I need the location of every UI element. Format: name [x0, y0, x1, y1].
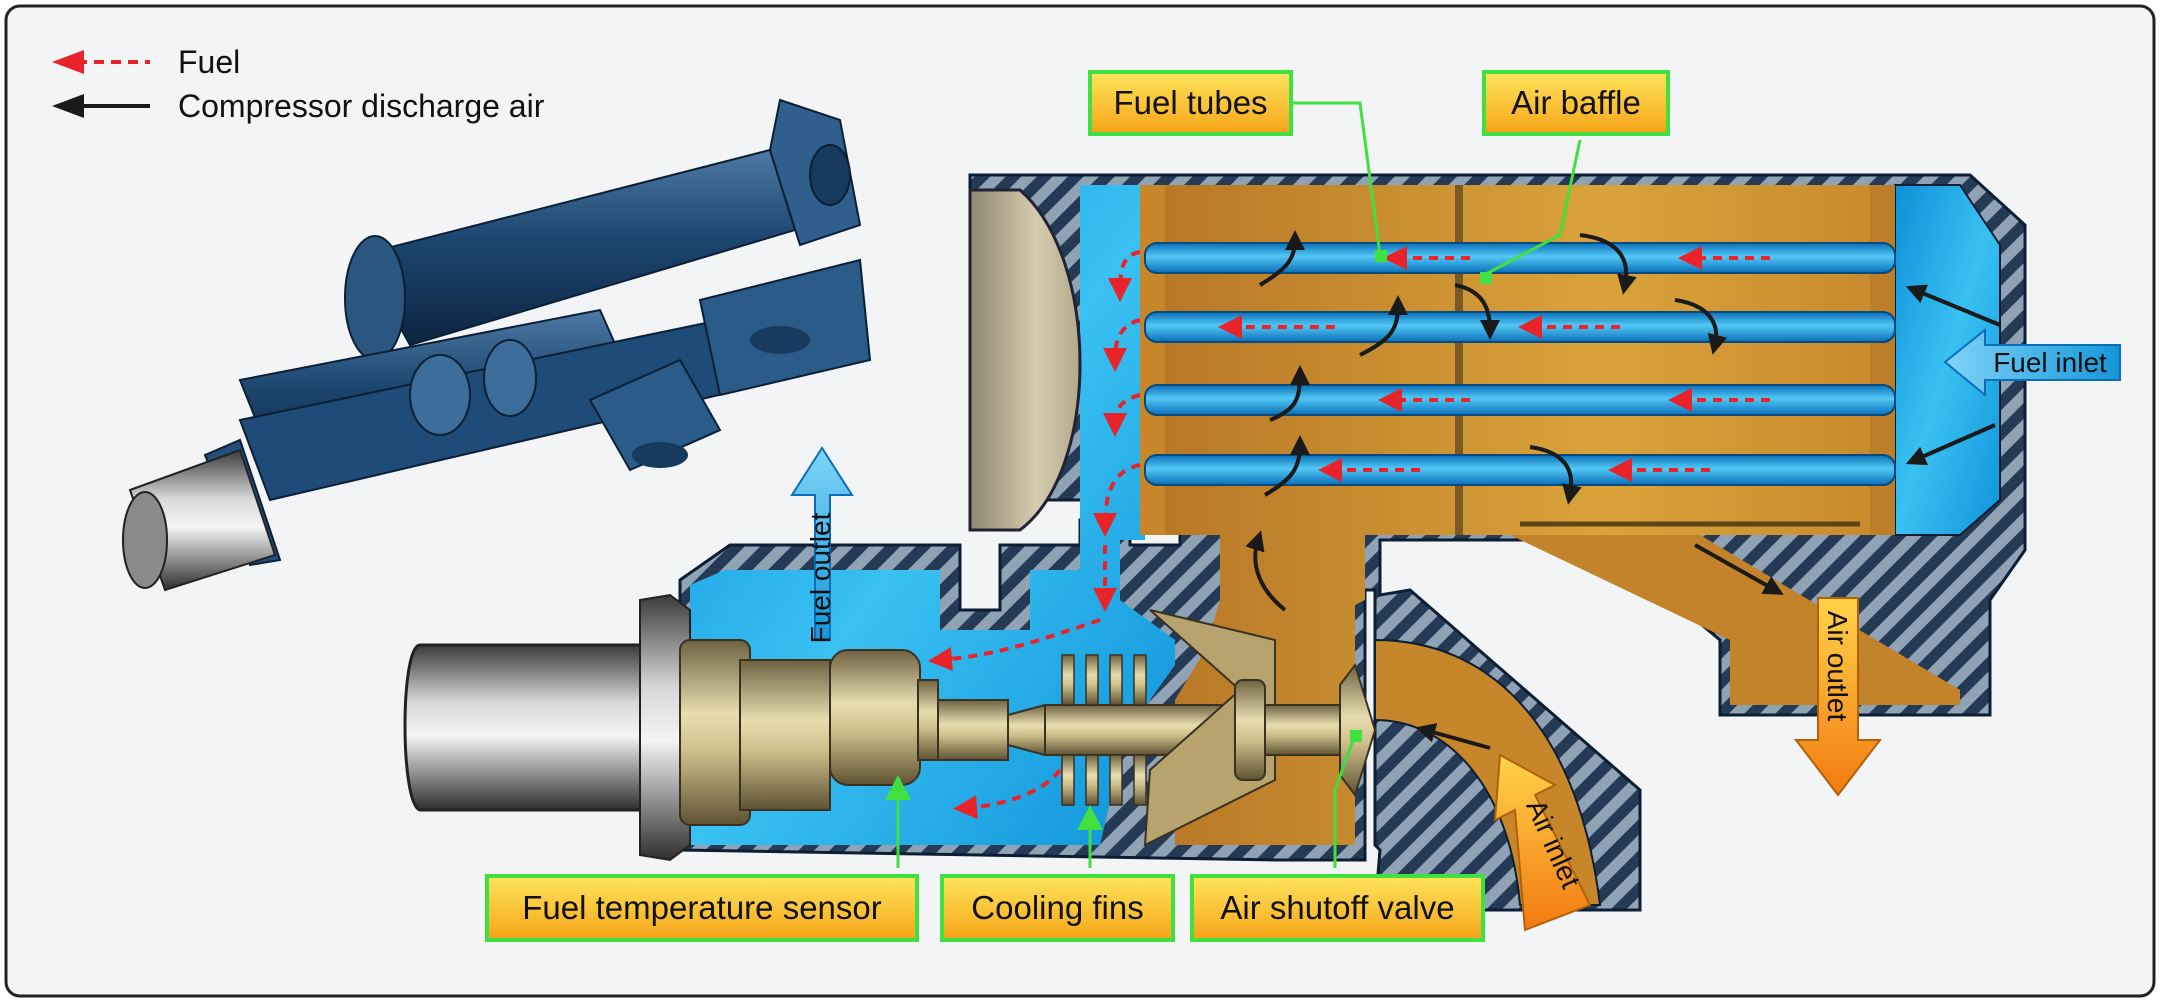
- callout-fuel-temperature-sensor: Fuel temperature sensor: [485, 874, 919, 942]
- label-fuel-inlet: Fuel inlet: [1993, 347, 2107, 378]
- sensor-housing: [403, 643, 662, 812]
- sensor-pointer: [885, 775, 911, 800]
- callout-fuel-tubes: Fuel tubes: [1088, 70, 1293, 136]
- air-baffle-pointer: [1480, 272, 1492, 284]
- legend-air-label: Compressor discharge air: [178, 88, 545, 124]
- legend-fuel-label: Fuel: [178, 44, 241, 80]
- fuel-outlet-arrow: [790, 446, 854, 641]
- fuel-tubes-pointer: [1375, 250, 1387, 262]
- callout-cooling-fins: Cooling fins: [940, 874, 1175, 942]
- cooling-fins-shape: [1061, 654, 1147, 806]
- air-outlet-arrow: [1793, 597, 1883, 797]
- heater-cross-section: [403, 173, 2027, 912]
- air-flow-arrows: [1245, 230, 2001, 750]
- fuel-tube-2: [1144, 311, 1896, 343]
- heater-iso-view: [122, 98, 872, 592]
- fins-pointer: [1077, 805, 1103, 830]
- legend: [52, 50, 150, 118]
- callout-air-baffle: Air baffle: [1482, 70, 1670, 136]
- fuel-inlet-arrow: [1943, 327, 2121, 398]
- air-inlet-arrow: [1493, 753, 1592, 932]
- shutoff-valve-pointer: [1350, 730, 1362, 742]
- fuel-flow-arrows: [928, 246, 1770, 820]
- fuel-tube-1: [1144, 242, 1896, 274]
- callout-air-shutoff-valve: Air shutoff valve: [1190, 874, 1485, 942]
- legend-fuel-arrowhead: [52, 50, 84, 74]
- legend-air-arrowhead: [52, 94, 84, 118]
- fuel-tube-3: [1144, 384, 1896, 416]
- baffle-divider: [1455, 185, 1463, 535]
- fuel-tube-4: [1144, 454, 1896, 486]
- label-air-outlet: Air outlet: [1822, 610, 1853, 722]
- label-fuel-outlet: Fuel outlet: [805, 512, 836, 644]
